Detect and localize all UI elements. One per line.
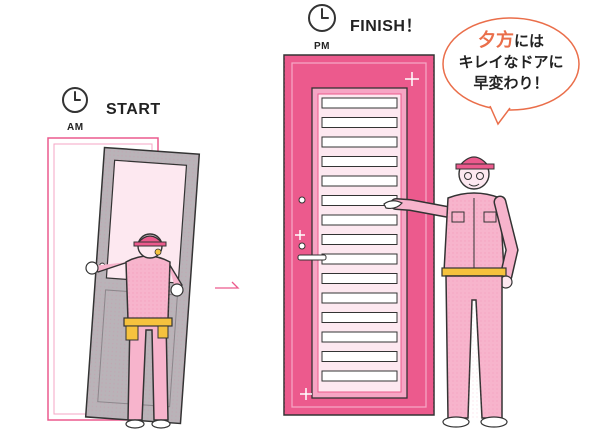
- door-slat: [321, 253, 398, 265]
- door-slat: [321, 175, 398, 187]
- door-slat: [321, 331, 398, 343]
- clock-am-icon: [62, 87, 88, 113]
- speech-bubble-text: 夕方には キレイなドアに 早変わり！: [455, 30, 567, 94]
- speech-line3: 早変わり！: [473, 75, 549, 92]
- door-slats: [321, 97, 398, 382]
- door-slat: [321, 370, 398, 382]
- door-slat: [321, 292, 398, 304]
- worker-front-view: [383, 156, 519, 428]
- finish-label: FINISH！: [350, 18, 422, 35]
- door-handle: [297, 196, 327, 261]
- door-slat: [321, 156, 398, 167]
- door-slat: [321, 312, 398, 323]
- arrow-right-icon: [215, 281, 240, 289]
- door-slat: [321, 273, 398, 284]
- door-slat: [321, 234, 398, 245]
- clock-pm-icon: [308, 4, 336, 32]
- finish-scene: [283, 4, 580, 428]
- speech-line1-rest: には: [513, 33, 544, 50]
- pm-caption: PM: [314, 41, 330, 52]
- door-slat: [321, 214, 398, 226]
- door-slat: [321, 136, 398, 148]
- worker-back-view: [85, 233, 184, 429]
- speech-line2: キレイなドアに: [458, 54, 564, 71]
- speech-bubble: [442, 17, 580, 126]
- door-slat: [321, 351, 398, 362]
- start-scene: [47, 87, 201, 429]
- speech-highlight: 夕方: [477, 30, 514, 50]
- door-slat: [321, 97, 398, 109]
- start-label: START: [106, 101, 161, 118]
- door-slat: [321, 117, 398, 128]
- am-caption: AM: [67, 122, 84, 133]
- sparkle-icons: [295, 72, 419, 400]
